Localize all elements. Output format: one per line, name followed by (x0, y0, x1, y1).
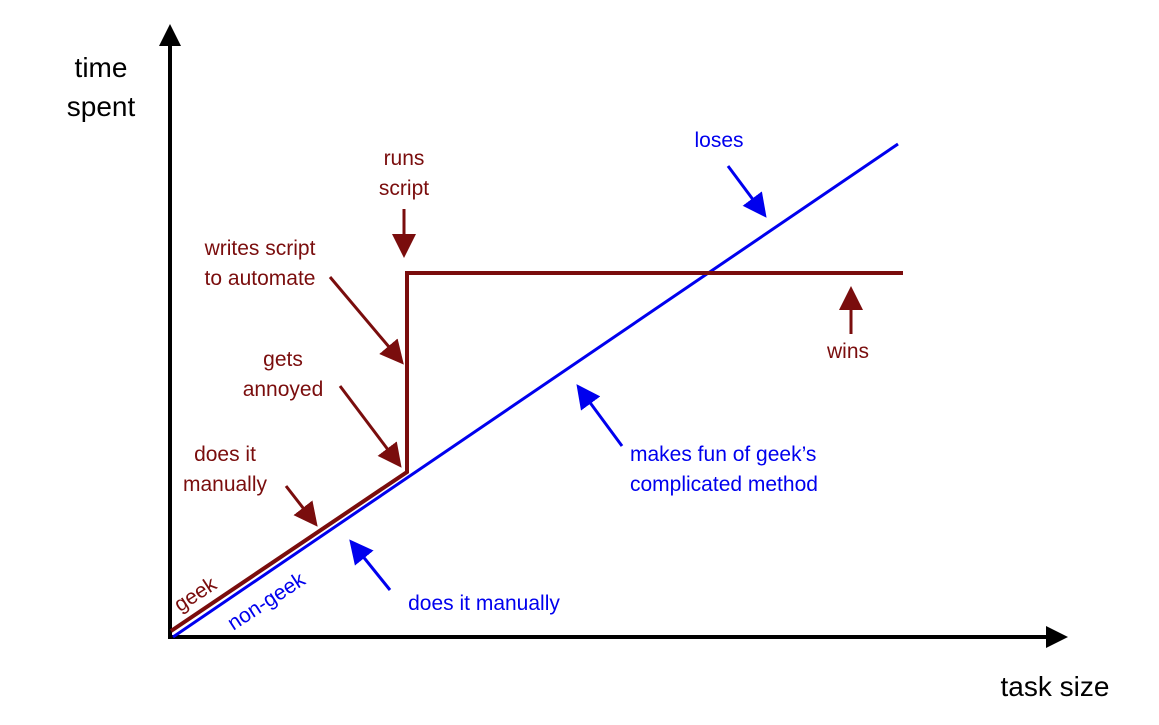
loses-label: loses (694, 129, 743, 152)
geek-does-manually-arrow (284, 485, 318, 527)
geek-line (169, 271, 903, 633)
makes-fun-label-2: complicated method (630, 473, 818, 496)
axes (159, 24, 1068, 648)
wins-label: wins (826, 340, 869, 363)
runs-script-label-1: runs (384, 147, 425, 170)
gets-annoyed-arrow (338, 385, 402, 468)
geek-does-manually-label-1: does it (194, 443, 256, 466)
makes-fun-label-1: makes fun of geek’s (630, 443, 816, 466)
non-geek-does-manually-label: does it manually (408, 592, 560, 615)
non-geek-line (172, 142, 899, 639)
makes-fun-arrow (576, 384, 624, 447)
writes-script-arrow (328, 276, 404, 365)
y-axis-label-line2: spent (67, 91, 136, 122)
y-axis-label-line1: time (75, 52, 128, 83)
writes-script-label-1: writes script (204, 237, 316, 260)
x-axis-arrowhead (1046, 626, 1068, 648)
gets-annoyed-label-1: gets (263, 348, 303, 371)
x-axis-label: task size (1001, 671, 1110, 702)
non-geek-does-manually-arrow (349, 539, 392, 591)
non-geek-series-label: non-geek (223, 568, 309, 635)
gets-annoyed-label-2: annoyed (243, 378, 324, 401)
loses-arrow (726, 165, 767, 218)
geek-does-manually-label-2: manually (183, 473, 268, 496)
runs-script-label-2: script (379, 177, 429, 200)
writes-script-label-2: to automate (205, 267, 316, 290)
y-axis-arrowhead (159, 24, 181, 46)
